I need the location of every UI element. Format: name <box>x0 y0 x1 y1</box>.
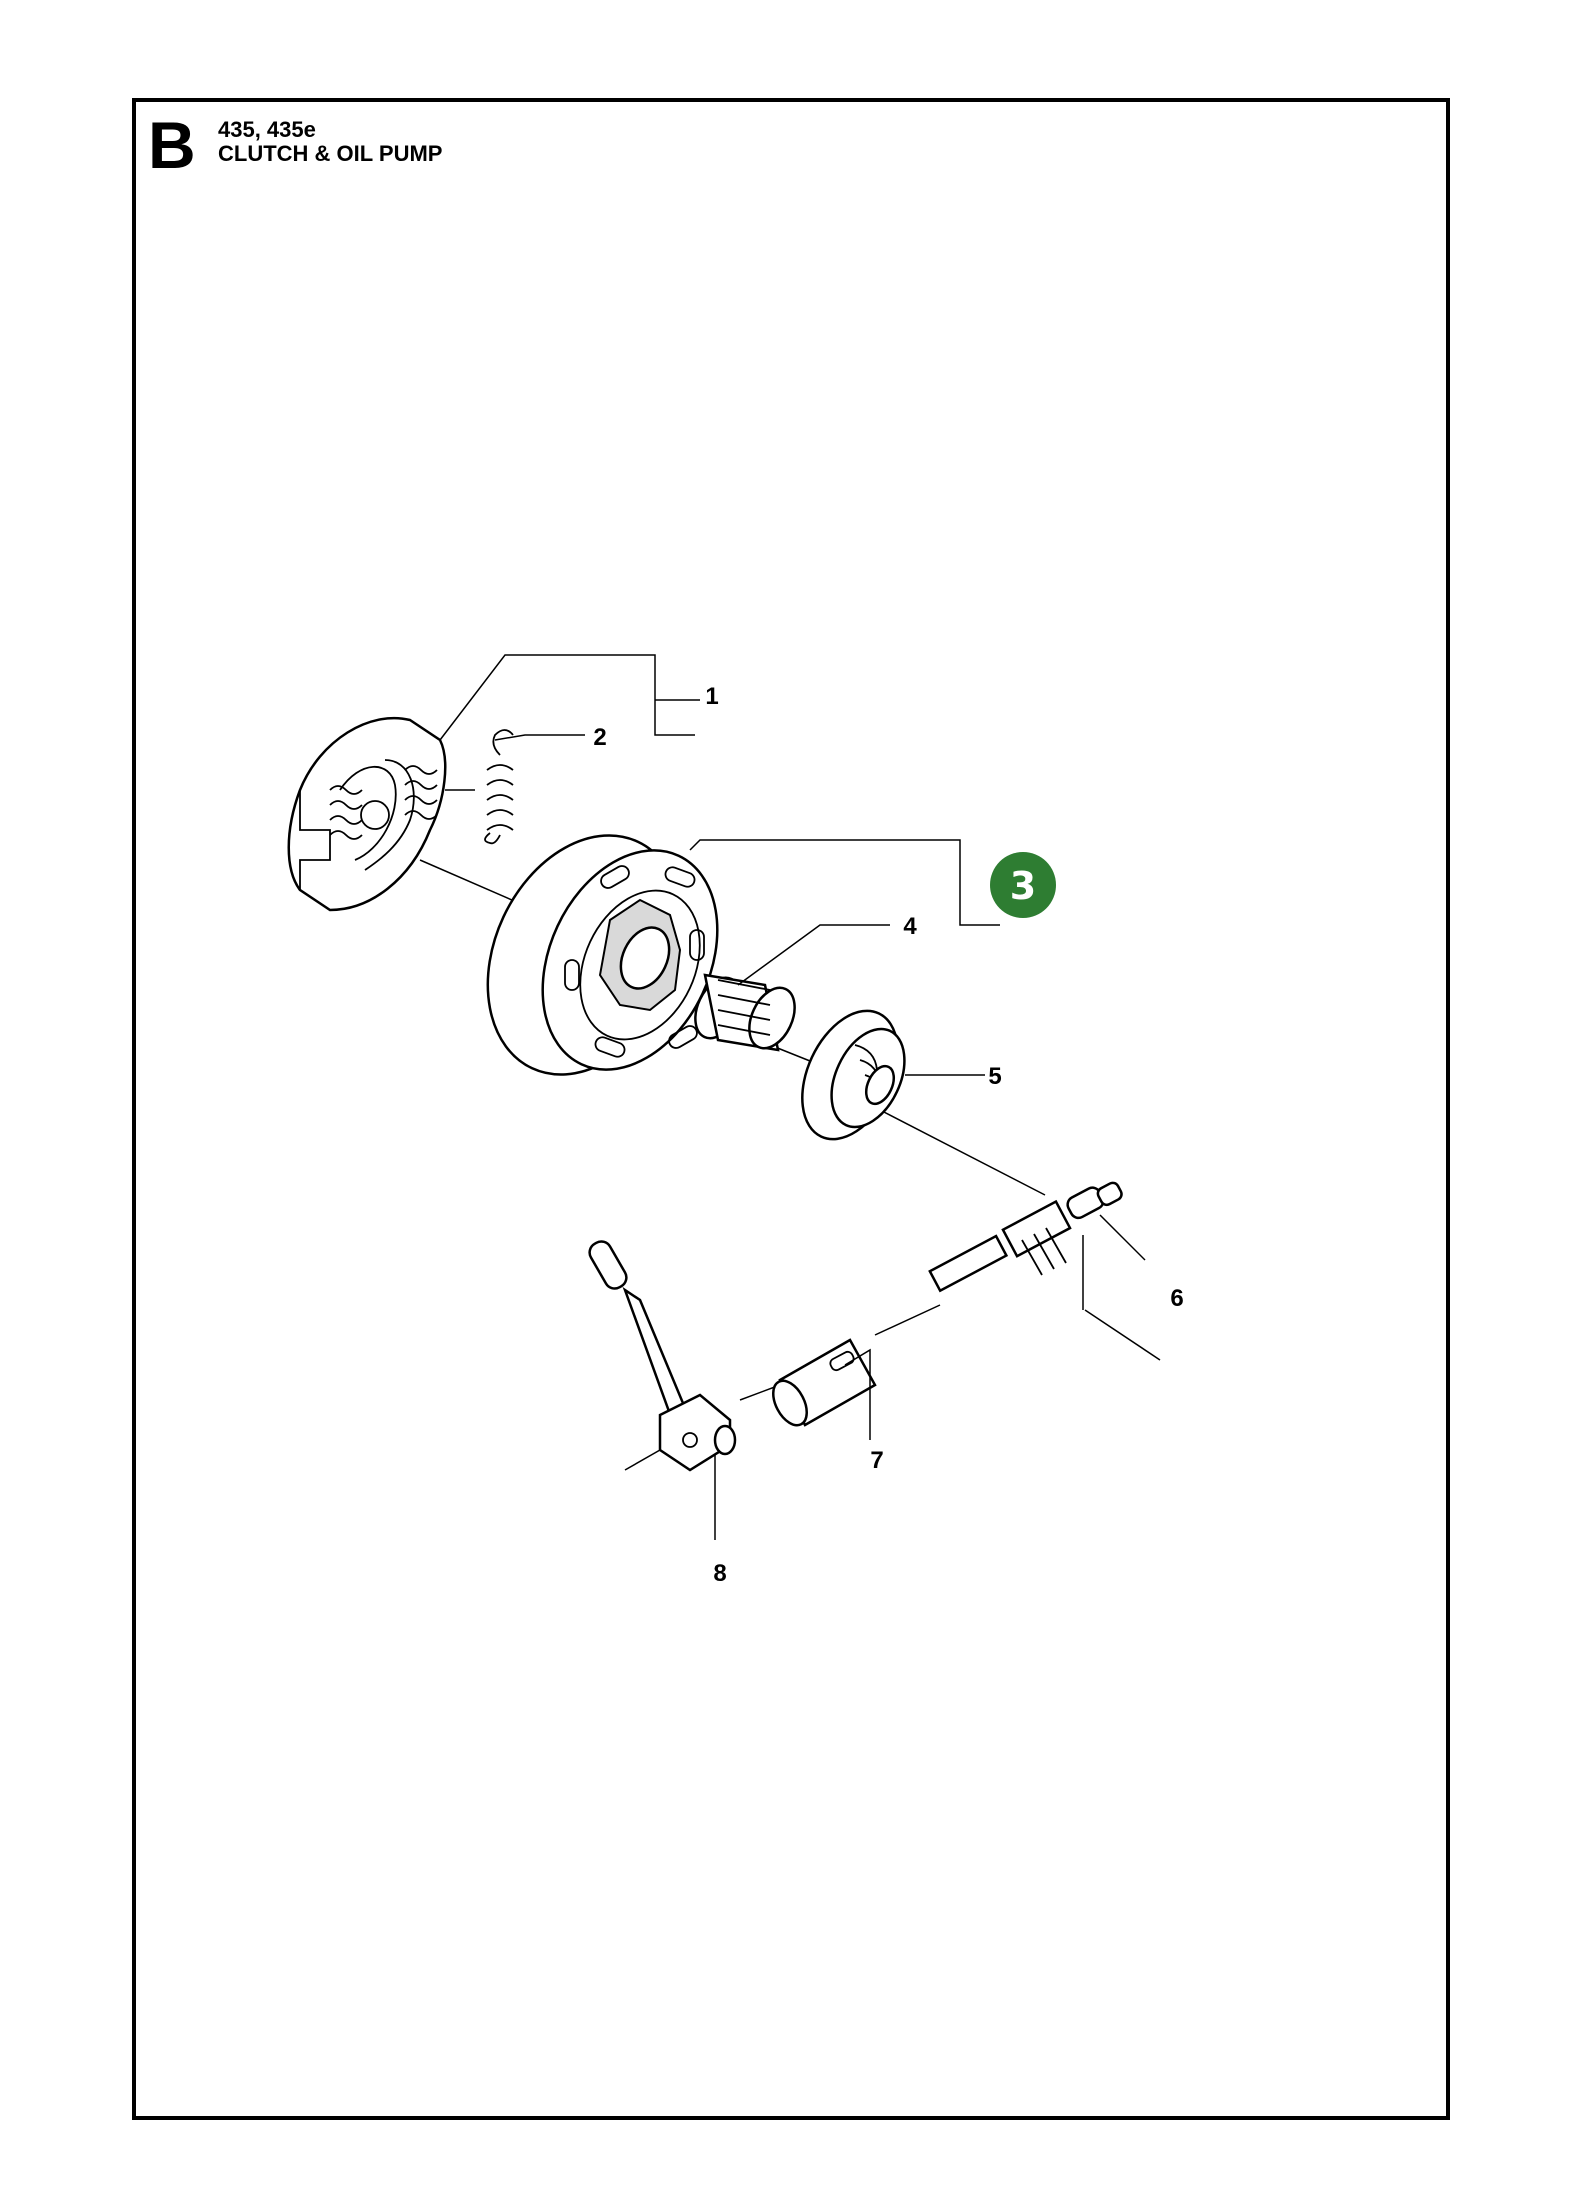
clutch-spring <box>484 729 514 845</box>
callout-1: 1 <box>705 683 718 710</box>
clutch-drum <box>486 834 719 1076</box>
callout-8: 8 <box>713 1560 726 1587</box>
model-numbers: 435, 435e <box>218 117 316 142</box>
callout-7: 7 <box>870 1447 883 1474</box>
needle-bearing <box>694 973 796 1052</box>
callout-6: 6 <box>1170 1285 1183 1312</box>
callout-2: 2 <box>593 724 606 751</box>
pump-sleeve <box>772 1338 877 1427</box>
oil-pipe <box>588 1240 737 1472</box>
section-letter: B <box>148 108 196 182</box>
clutch-part <box>287 716 475 912</box>
page-frame <box>132 98 1450 2120</box>
pump-plunger <box>928 1181 1123 1293</box>
callout-4: 4 <box>903 913 917 940</box>
leader-lines <box>439 654 1146 1540</box>
page-title: CLUTCH & OIL PUMP <box>218 141 443 166</box>
callout-3-highlight-circle <box>990 852 1056 918</box>
callout-3: 3 <box>1010 864 1036 908</box>
worm-gear <box>801 1009 906 1141</box>
callout-5: 5 <box>988 1063 1001 1090</box>
callouts: 1 2 3 4 5 6 7 8 <box>593 683 1183 1587</box>
